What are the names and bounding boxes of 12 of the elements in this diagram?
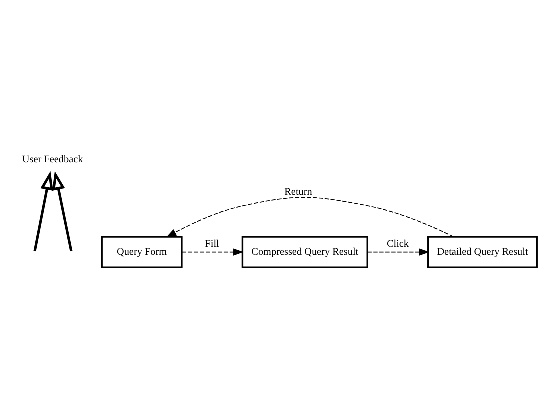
arrow: [182, 248, 244, 256]
edge-label: Click: [386, 238, 410, 250]
node-box: Compressed Query Result: [242, 236, 368, 268]
edge-label: Return: [284, 186, 312, 198]
arrow: [367, 248, 430, 256]
arrow: [166, 197, 454, 238]
arrow: [52, 171, 73, 252]
arrow: [34, 171, 54, 252]
node-box: Detailed Query Result: [428, 236, 538, 268]
node-box: Query Form: [101, 236, 183, 268]
edge-label: Fill: [205, 238, 220, 250]
node-text: User Feedback: [22, 154, 84, 166]
